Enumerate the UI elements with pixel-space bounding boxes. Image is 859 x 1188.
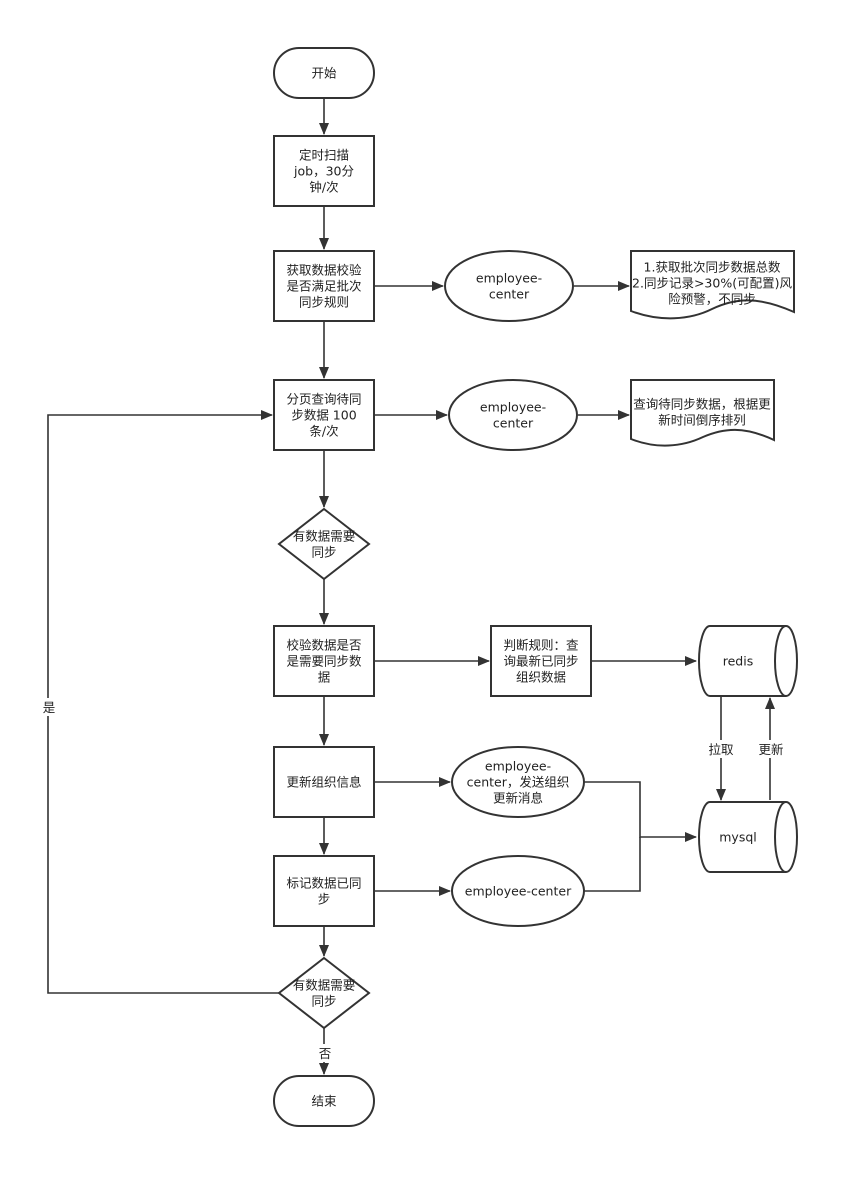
node-update-org [273,746,375,818]
edge-label-pull: 拉取 [708,742,734,757]
node-ec4 [451,855,585,927]
edge-ec3-mysql [584,781,697,842]
node-ec1 [444,250,574,322]
node-label-line: 1.获取批次同步数据总数 [644,260,781,275]
node-dec1 [277,507,371,581]
node-label-line: 同步 [311,994,336,1009]
node-page-query [273,379,375,451]
node-ec2-text: employee-center [480,400,546,431]
node-label-line: 组织数据 [516,670,566,685]
node-label-line: 定时扫描 [299,148,349,163]
node-job [273,135,375,207]
node-label-line: employee- [480,400,546,415]
edge-label-update: 更新 [758,742,783,757]
node-label-line: 获取数据校验 [286,263,362,278]
node-label-line: employee- [485,759,551,774]
node-label-line: employee-center [465,884,572,899]
node-label-line: 钟/次 [309,180,338,195]
node-dec2 [277,956,371,1030]
node-mark-synced [273,855,375,927]
node-rule [490,625,592,697]
node-start [273,47,375,99]
node-label-line: employee- [476,271,542,286]
node-redis [698,625,798,697]
node-label-line: mysql [719,830,757,845]
node-label-line: 标记数据已同 [286,876,361,891]
node-label-line: 2.同步记录>30%(可配置)风 [632,276,792,291]
node-label-line: 步数据 100 [291,408,356,423]
node-ec3 [451,746,585,818]
node-label-line: center [489,287,530,302]
node-label-line: 查询待同步数据，根据更 [633,397,771,412]
node-label-line: 更新消息 [493,791,543,806]
node-label-line: 结束 [311,1094,337,1109]
node-label-line: 有数据需要 [293,529,356,544]
node-redis-text: redis [723,654,753,669]
node-label-line: job，30分 [293,164,354,179]
node-label-line: 判断规则：查 [503,638,579,653]
node-label-line: 校验数据是否 [286,638,361,653]
node-label-line: 同步规则 [299,295,349,310]
node-label-line: 据 [318,670,331,685]
edge-label-yes: 是 [43,700,56,715]
node-doc1 [630,250,795,320]
node-end [273,1075,375,1127]
node-ec1-text: employee-center [476,271,542,302]
node-label-line: center，发送组织 [467,775,570,790]
node-check-batch [273,250,375,322]
node-label-line: 新时间倒序排列 [658,413,746,428]
node-end-text: 结束 [311,1094,337,1109]
node-label-line: 是需要同步数 [286,654,362,669]
edge-dec2-loop-yes [47,410,279,994]
node-label-line: 更新组织信息 [286,775,361,790]
node-label-line: 同步 [311,545,336,560]
edge-label-no: 否 [319,1046,332,1061]
node-label-line: 分页查询待同 [286,392,361,407]
node-label-line: 有数据需要 [293,978,356,993]
node-label-line: center [493,416,534,431]
node-update-org-text: 更新组织信息 [286,775,361,790]
node-label-line: 条/次 [309,424,338,439]
node-doc2 [630,379,775,447]
edge-ec4-mysql [584,837,641,892]
node-label-line: 步 [318,892,331,907]
node-label-line: 开始 [311,66,337,81]
edges [47,98,775,1075]
node-ec2 [448,379,578,451]
node-label-line: redis [723,654,753,669]
node-mysql [698,801,798,873]
node-label-line: 是否满足批次 [286,279,361,294]
node-start-text: 开始 [311,66,337,81]
node-label-line: 险预警，不同步 [668,292,756,307]
node-validate [273,625,375,697]
node-ec4-text: employee-center [465,884,572,899]
node-mysql-text: mysql [719,830,757,845]
node-label-line: 询最新已同步 [503,654,578,669]
